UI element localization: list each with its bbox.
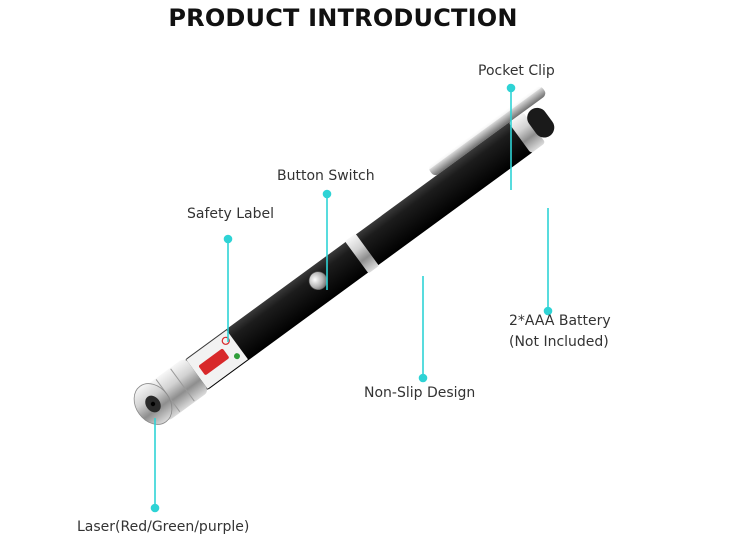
label-battery-line1: 2*AAA Battery (509, 313, 611, 329)
dot-laser (150, 503, 160, 513)
label-pocket-clip: Pocket Clip (478, 63, 555, 79)
label-non-slip: Non-Slip Design (364, 385, 476, 401)
label-safety-label: Safety Label (187, 206, 275, 222)
safety-label-band (199, 348, 229, 375)
dot-non-slip (418, 373, 428, 383)
middle-ring (345, 234, 379, 273)
page-title: PRODUCT INTRODUCTION (168, 4, 518, 32)
laser-pen (144, 85, 555, 420)
dot-pocket-clip (506, 83, 516, 93)
dot-button-switch (322, 189, 332, 199)
label-battery: 2*AAA Battery (Not Included) (509, 311, 611, 353)
label-button-switch: Button Switch (277, 168, 375, 184)
label-battery-line2: (Not Included) (509, 334, 609, 350)
dot-battery (543, 306, 553, 316)
label-laser: Laser(Red/Green/purple) (77, 519, 250, 535)
pocket-clip (429, 86, 546, 176)
dot-safety-label (223, 234, 233, 244)
end-cap-ring (509, 113, 545, 153)
button-switch (308, 271, 328, 290)
end-cap (527, 107, 555, 138)
